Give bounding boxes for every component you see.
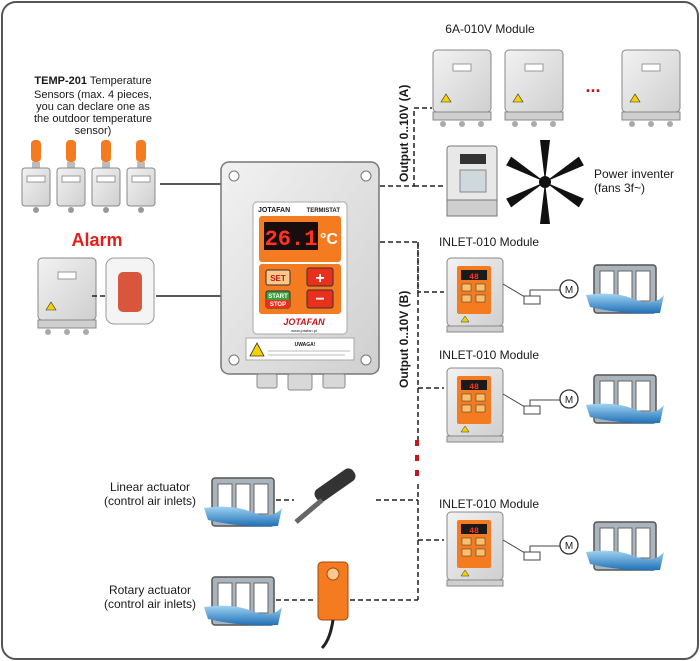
inverter-line-1: Power inventer xyxy=(594,167,674,181)
sensors-line-1: Sensors (max. 4 pieces, xyxy=(34,89,152,101)
module-a-group xyxy=(432,49,681,128)
inlet-module-1-display: 48 xyxy=(469,273,479,282)
linear-actuator-line-1: Linear actuator xyxy=(110,480,190,494)
motor-row-1: M xyxy=(502,264,665,315)
plus-button-label: + xyxy=(315,270,324,287)
plus-button[interactable] xyxy=(306,267,334,287)
display-unit: °C xyxy=(320,231,338,248)
air-inlet-1 xyxy=(585,264,665,315)
controller-model: TERMISTAT xyxy=(307,208,341,214)
module-a-1 xyxy=(432,49,492,128)
inlet-module-3-display: 48 xyxy=(469,527,479,536)
output-b-line xyxy=(380,241,419,440)
inverter-line-2: (fans 3f~) xyxy=(594,181,645,195)
sensors-line-2: you can declare one as xyxy=(36,101,150,113)
air-inlet-3 xyxy=(585,521,665,572)
sensors-title: TEMP-201 Temperature xyxy=(34,75,151,87)
fan-icon xyxy=(506,140,584,224)
inlet-module-1-label: INLET-010 Module xyxy=(439,235,539,249)
start-label: START xyxy=(268,294,288,300)
rotary-actuator-line-2: (control air inlets) xyxy=(104,597,196,611)
display-value: 26.1 xyxy=(265,227,318,252)
minus-button[interactable] xyxy=(306,289,334,309)
rotary-actuator-line-1: Rotary actuator xyxy=(109,583,191,597)
controller-brand: JOTAFAN xyxy=(258,207,290,214)
motor-1-label: M xyxy=(565,285,573,296)
sensors-line-3: the outdoor temperature xyxy=(34,113,152,125)
stop-label: STOP xyxy=(270,302,286,308)
module-a-ellipsis: ... xyxy=(585,76,600,96)
air-inlet-2 xyxy=(585,374,665,425)
set-button-label: SET xyxy=(270,274,286,283)
inlet-module-2 xyxy=(446,367,504,443)
motor-icon xyxy=(559,279,579,299)
alarm-label: Alarm xyxy=(71,230,122,250)
set-button[interactable] xyxy=(265,269,291,286)
inlet-module-2-display: 48 xyxy=(469,383,479,392)
alarm-controller-box xyxy=(37,257,97,336)
output-a-line xyxy=(380,107,432,187)
power-inverter xyxy=(446,145,498,217)
linear-actuator-line-2: (control air inlets) xyxy=(104,494,196,508)
linear-actuator-icon xyxy=(294,468,356,524)
sensors-line-4: sensor) xyxy=(75,125,112,137)
module-a-2 xyxy=(504,49,564,128)
motor-2-label: M xyxy=(565,395,573,406)
rotary-actuator-inlet xyxy=(203,576,283,627)
motor-row-2: M xyxy=(502,374,665,425)
inlet-module-3-label: INLET-010 Module xyxy=(439,497,539,511)
rotary-actuator-icon xyxy=(317,561,349,650)
output-b-label: Output 0..10V (B) xyxy=(397,291,411,388)
inlet-module-3 xyxy=(446,511,504,587)
module-a-label: 6A-010V Module xyxy=(445,22,535,36)
website-text: www.jotafan.pl xyxy=(291,328,317,333)
motor-row-3: M xyxy=(502,521,665,572)
minus-button-label: − xyxy=(315,291,324,308)
motor-icon xyxy=(559,389,579,409)
alarm-module xyxy=(37,257,155,336)
warning-icon xyxy=(249,342,265,357)
main-controller: JOTAFAN TERMISTAT 26.1 °C SET + START ST… xyxy=(220,161,380,391)
inlet-module-2-label: INLET-010 Module xyxy=(439,348,539,362)
inlet-module-1 xyxy=(446,257,504,333)
motor-3-label: M xyxy=(565,541,573,552)
warning-title: UWAGA! xyxy=(295,342,316,348)
jotafan-logo: JOTAFAN xyxy=(283,317,325,327)
temperature-display xyxy=(264,222,318,250)
motor-icon xyxy=(559,535,579,555)
output-a-label: Output 0..10V (A) xyxy=(397,85,411,182)
module-a-3 xyxy=(621,49,681,128)
linear-actuator-inlet xyxy=(203,477,283,528)
